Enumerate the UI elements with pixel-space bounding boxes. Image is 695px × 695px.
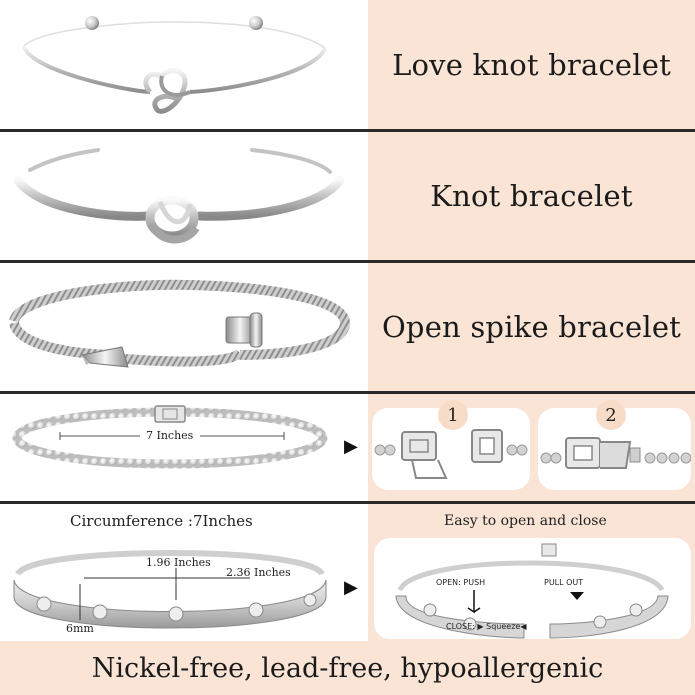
love-knot-label: Love knot bracelet <box>392 47 671 82</box>
tennis-length-label: 7 Inches <box>146 429 194 442</box>
love-knot-label-cell: Love knot bracelet <box>368 0 695 129</box>
bangle-image: Circumference :7Inches 1.96 Inches 2.36 … <box>0 504 340 641</box>
bangle-circumference-label: Circumference :7Inches <box>70 512 253 530</box>
easy-open-close-label: Easy to open and close <box>444 513 607 529</box>
clasp-step-2-panel <box>538 408 691 490</box>
knot-label: Knot bracelet <box>430 179 633 213</box>
row-knot: Knot bracelet <box>0 132 695 260</box>
open-push-label: OPEN: PUSH <box>436 578 486 587</box>
step-2-badge: 2 <box>596 400 626 430</box>
tennis-arrow-icon: ▶ <box>344 436 358 457</box>
row-open-spike: Open spike bracelet <box>0 263 695 391</box>
bangle-width-label: 1.96 Inches <box>146 556 211 569</box>
bangle-open-panel: OPEN: PUSH PULL OUT CLOSE: ▶ Squeeze◀ <box>374 538 691 639</box>
divider-1 <box>0 129 695 132</box>
row-bangle: Circumference :7Inches 1.96 Inches 2.36 … <box>0 504 695 641</box>
bangle-thickness-label: 6mm <box>66 622 94 635</box>
love-knot-bracelet-image <box>0 0 368 129</box>
open-spike-label-cell: Open spike bracelet <box>368 263 695 391</box>
divider-4 <box>0 501 695 504</box>
open-spike-label: Open spike bracelet <box>381 310 682 344</box>
bangle-arrow-icon: ▶ <box>344 577 358 598</box>
tennis-bracelet-image: 7 Inches <box>0 394 340 501</box>
pull-out-label: PULL OUT <box>544 578 584 587</box>
knot-bracelet-image <box>0 132 368 260</box>
row-tennis: 7 Inches ▶ 1 1 2 <box>0 394 695 501</box>
divider-2 <box>0 260 695 263</box>
bangle-depth-label: 2.36 Inches <box>226 566 291 579</box>
divider-3 <box>0 391 695 394</box>
open-spike-bracelet-image <box>0 263 368 391</box>
footer-banner: Nickel-free, lead-free, hypoallergenic <box>0 641 695 695</box>
row-love-knot: Love knot bracelet <box>0 0 695 129</box>
knot-label-cell: Knot bracelet <box>368 132 695 260</box>
step-1-badge: 1 <box>438 400 468 430</box>
footer-text: Nickel-free, lead-free, hypoallergenic <box>91 652 604 684</box>
close-squeeze-label: CLOSE: ▶ Squeeze◀ <box>446 622 527 631</box>
